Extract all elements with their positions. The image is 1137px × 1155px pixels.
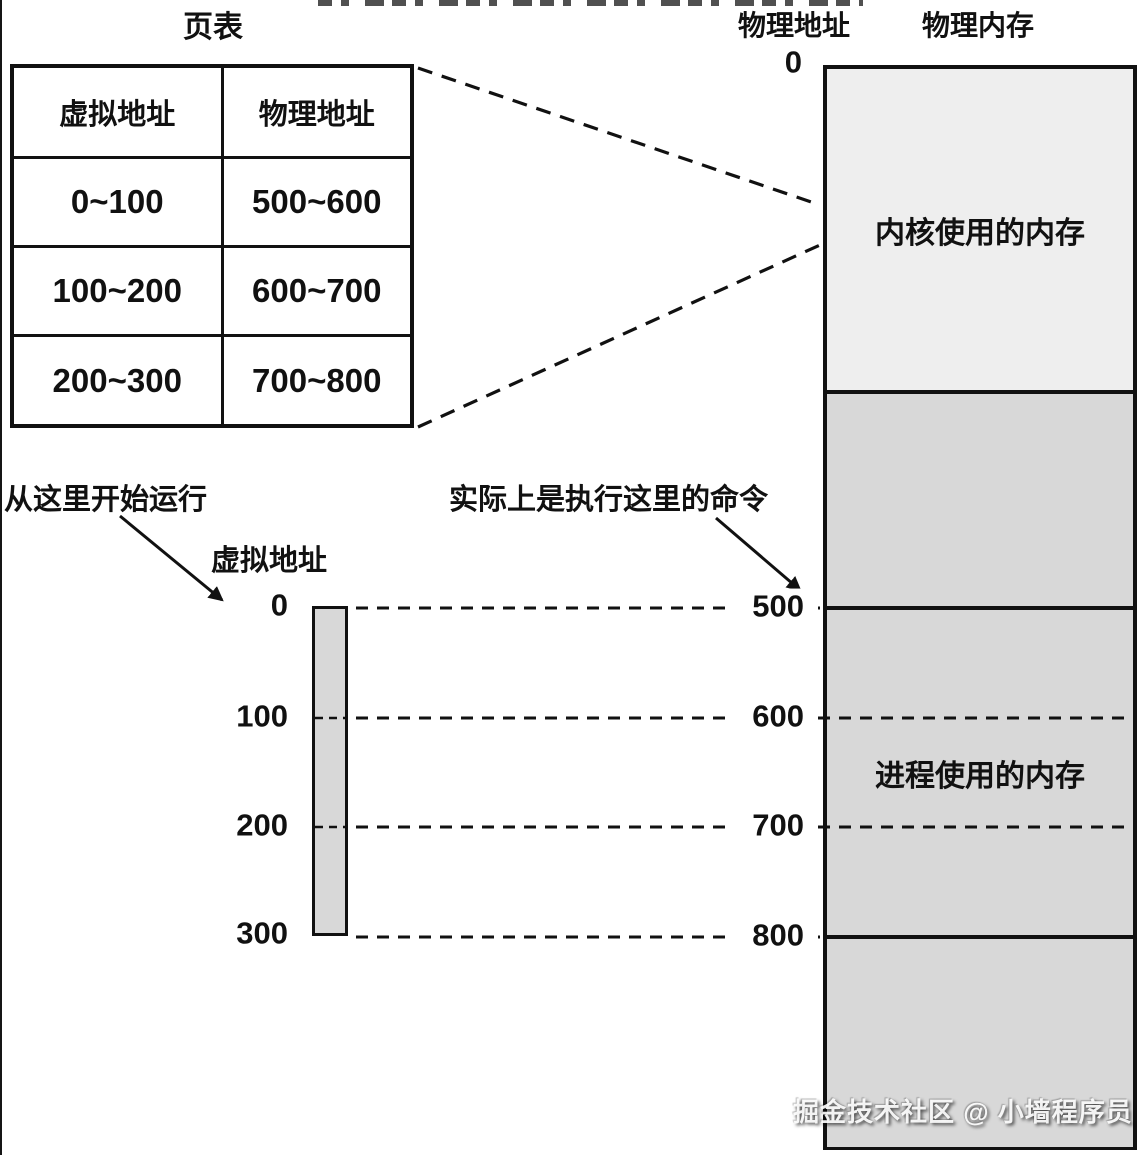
watermark: 掘金技术社区 @ 小墙程序员 — [793, 1097, 1133, 1127]
physical-mark-0: 0 — [784, 44, 802, 80]
region-divider-500 — [827, 606, 1133, 610]
physical-range-cell: 600~700 — [220, 245, 414, 338]
run-from-here-arrow-icon — [119, 514, 224, 602]
virtual-mark-100: 100 — [236, 698, 288, 734]
virtual-mark-0: 0 — [270, 587, 288, 623]
actually-executes-arrow-icon — [715, 516, 802, 592]
left-border-line — [0, 0, 2, 1155]
virtual-address-title: 虚拟地址 — [211, 545, 328, 577]
page-table-header-row: 虚拟地址 物理地址 — [10, 64, 414, 159]
physical-memory-bar: 内核使用的内存 进程使用的内存 — [823, 65, 1137, 1150]
table-to-memory-lower-dash — [417, 243, 821, 429]
virtual-mark-200: 200 — [236, 807, 288, 843]
virtual-mark-300: 300 — [236, 915, 288, 951]
kernel-region-label: 内核使用的内存 — [875, 216, 1085, 250]
physical-address-header: 物理地址 — [737, 10, 850, 41]
physical-mark-500: 500 — [733, 588, 809, 625]
physical-range-cell: 700~800 — [220, 334, 414, 428]
bottom-memory-region — [827, 939, 1133, 1147]
physical-mark-800: 800 — [733, 917, 809, 954]
page-table-title: 页表 — [183, 11, 243, 44]
cropped-text-artifact — [318, 0, 863, 6]
table-row: 0~100 500~600 — [10, 155, 414, 249]
page-table-header-physical: 物理地址 — [220, 64, 414, 159]
virtual-range-cell: 200~300 — [10, 334, 224, 428]
physical-mark-600: 600 — [733, 698, 809, 735]
run-from-here-note: 从这里开始运行 — [4, 484, 208, 516]
virtual-range-cell: 100~200 — [10, 245, 224, 338]
page-table-header-virtual: 虚拟地址 — [10, 64, 224, 159]
physical-memory-header: 物理内存 — [921, 10, 1034, 41]
virtual-range-cell: 0~100 — [10, 155, 224, 249]
process-region-label: 进程使用的内存 — [875, 759, 1085, 793]
page-table: 虚拟地址 物理地址 0~100 500~600 100~200 600~700 … — [10, 64, 414, 428]
unlabeled-memory-region — [827, 394, 1133, 606]
physical-range-cell: 500~600 — [220, 155, 414, 249]
table-row: 100~200 600~700 — [10, 245, 414, 338]
region-divider — [827, 390, 1133, 394]
kernel-memory-region: 内核使用的内存 — [827, 69, 1133, 390]
process-memory-region: 进程使用的内存 — [827, 610, 1133, 935]
region-divider-800 — [827, 935, 1133, 939]
table-to-memory-upper-dash — [417, 66, 821, 207]
physical-mark-700: 700 — [733, 807, 809, 844]
actually-executes-note: 实际上是执行这里的命令 — [449, 484, 769, 516]
table-row: 200~300 700~800 — [10, 334, 414, 428]
virtual-address-bar — [312, 606, 348, 936]
